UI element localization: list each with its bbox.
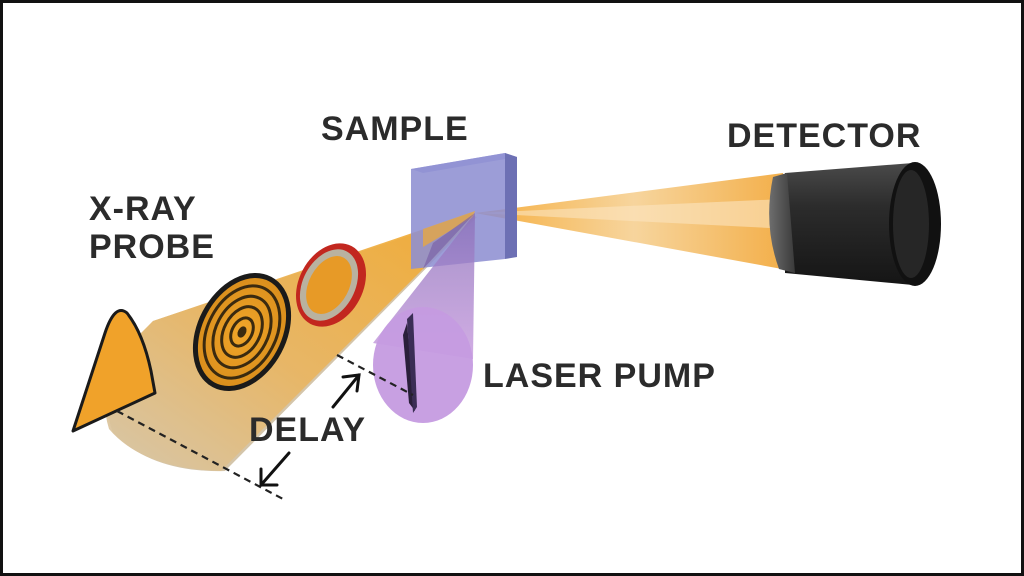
xray-probe-label: X-RAY PROBE bbox=[89, 190, 215, 266]
beam-through-sample bbox=[423, 211, 475, 247]
xray-probe-label-line1: X-RAY bbox=[89, 190, 197, 228]
xray-probe-label-line2: PROBE bbox=[89, 228, 215, 266]
focusing-lens bbox=[295, 243, 367, 327]
delay-arrow-upper bbox=[331, 373, 361, 409]
delay-arrow-lower bbox=[259, 451, 291, 487]
diagram-canvas bbox=[71, 153, 941, 500]
delay-label: DELAY bbox=[249, 411, 367, 449]
laser-pump-label: LASER PUMP bbox=[483, 357, 716, 395]
detector bbox=[769, 162, 941, 286]
xray-probe-beam bbox=[104, 213, 475, 471]
sample-label: SAMPLE bbox=[321, 110, 469, 148]
xray-pulse bbox=[71, 309, 157, 433]
scattered-beam bbox=[475, 173, 793, 271]
detector-label: DETECTOR bbox=[727, 117, 922, 155]
delay-dash-line-probe bbox=[116, 410, 284, 500]
delay-dash-line-pump bbox=[336, 354, 414, 396]
scattered-beam-core bbox=[475, 199, 789, 229]
laser-pump-beam bbox=[373, 213, 475, 423]
zone-plate bbox=[192, 272, 292, 392]
